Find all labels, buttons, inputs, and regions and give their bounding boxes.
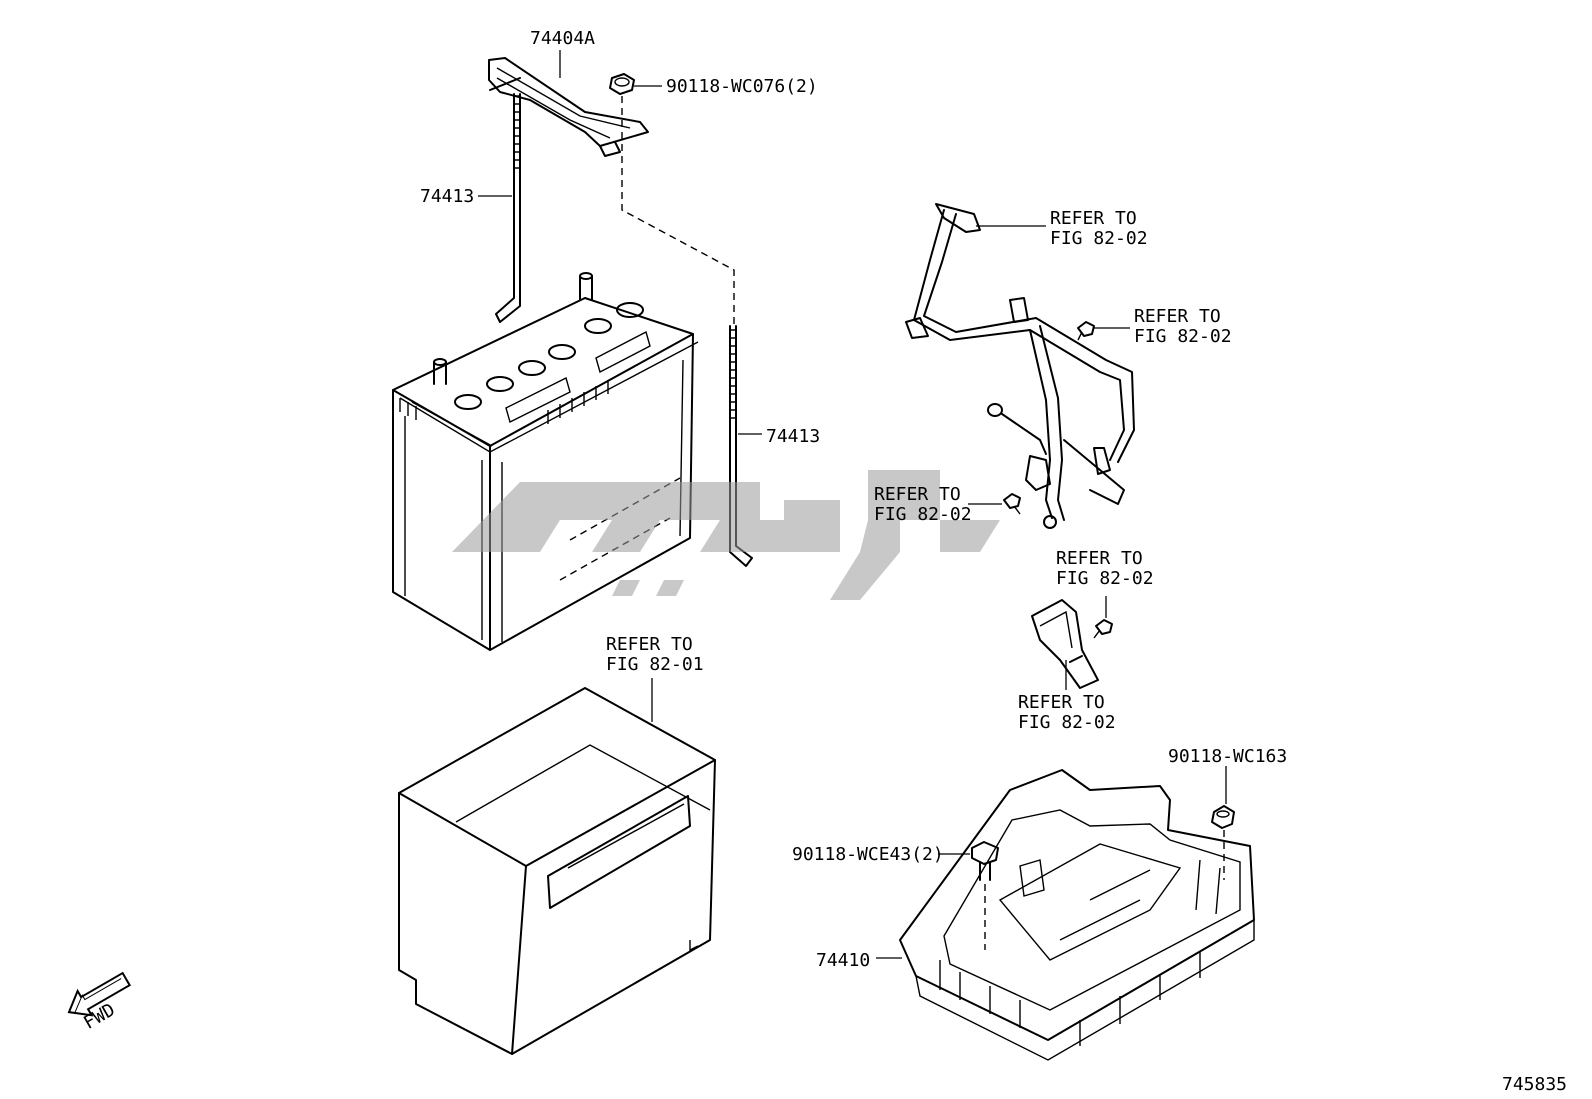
watermark-logo xyxy=(452,470,1000,600)
tray-nut-drawing xyxy=(1211,805,1235,829)
bracket-refer-line2: FIG 82-02 xyxy=(1018,712,1116,733)
battery-tray-drawing xyxy=(899,769,1255,1061)
clamp-nut-dashline xyxy=(621,96,735,326)
bracket-bolt-drawing xyxy=(1093,619,1113,639)
cable-bolt-refer-line2: FIG 82-02 xyxy=(1134,326,1232,347)
cable-nut-refer-line1: REFER TO xyxy=(874,484,961,505)
clamp-bolt-left-drawing xyxy=(495,93,521,323)
clamp-nut-label: 90118-WC076(2) xyxy=(666,76,818,97)
cable-nut-drawing xyxy=(1003,493,1021,515)
battery-drawing xyxy=(392,272,699,651)
battery-case-refer-line1: REFER TO xyxy=(606,634,693,655)
battery-cable-drawing xyxy=(905,203,1135,529)
hold-down-clamp-drawing xyxy=(488,57,649,157)
cable-top-refer-line2: FIG 82-02 xyxy=(1050,228,1148,249)
battery-tray-label: 74410 xyxy=(816,950,870,971)
clamp-bolt-left-label: 74413 xyxy=(420,186,474,207)
bracket-drawing xyxy=(1031,599,1099,689)
cable-top-refer-line1: REFER TO xyxy=(1050,208,1137,229)
cable-bolt-drawing xyxy=(1077,321,1095,341)
tray-bolt-drawing xyxy=(971,841,999,881)
cable-bolt-refer-line1: REFER TO xyxy=(1134,306,1221,327)
bracket-bolt-refer-line1: REFER TO xyxy=(1056,548,1143,569)
clamp-nut-drawing xyxy=(609,73,635,95)
fwd-arrow-icon xyxy=(67,971,132,1017)
clamp-bolt-right-label: 74413 xyxy=(766,426,820,447)
bracket-bolt-refer-line2: FIG 82-02 xyxy=(1056,568,1154,589)
battery-case-drawing xyxy=(398,687,716,1055)
tray-bolt-label: 90118-WCE43(2) xyxy=(792,844,944,865)
bracket-refer-line1: REFER TO xyxy=(1018,692,1105,713)
tray-nut-label: 90118-WC163 xyxy=(1168,746,1287,767)
cable-nut-refer-line2: FIG 82-02 xyxy=(874,504,972,525)
hold-down-clamp-label: 74404A xyxy=(530,28,595,49)
figure-number: 745835 xyxy=(1502,1074,1567,1095)
battery-case-refer-line2: FIG 82-01 xyxy=(606,654,704,675)
